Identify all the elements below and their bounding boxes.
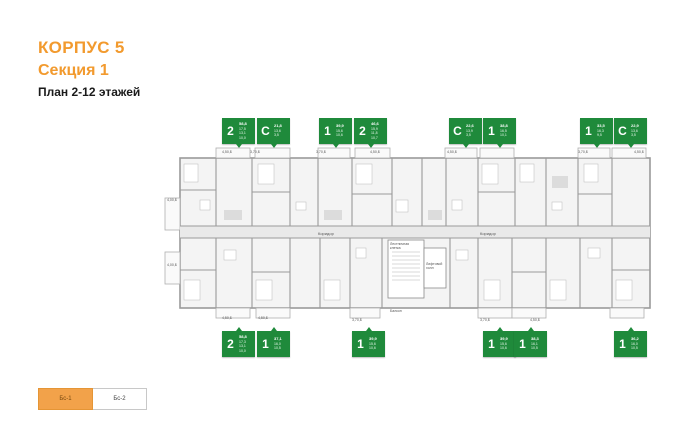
- section-title: Секция 1: [38, 62, 109, 79]
- tab-bs-1[interactable]: Бс-1: [38, 388, 93, 410]
- section-tabs: Бс-1 Бс-2: [38, 388, 147, 410]
- tab-bs-2[interactable]: Бс-2: [93, 388, 147, 410]
- building-title: КОРПУС 5: [38, 38, 125, 57]
- dimension-label: 4,50,Б: [447, 150, 458, 154]
- dimension-label: 3,70,Б: [250, 150, 261, 154]
- balcony-label: Балкон: [390, 309, 402, 313]
- dimension-label: 4,00,Б: [167, 263, 178, 267]
- dimension-label: 4,50,Б: [634, 150, 645, 154]
- corridor-label: Коридор: [480, 231, 496, 236]
- lift-hall-label: Лифтовой холл: [426, 262, 443, 270]
- dimension-label: 3,70,Б: [578, 150, 589, 154]
- dimension-label: 4,50,Б: [258, 316, 269, 320]
- dimension-label: 4,50,Б: [222, 150, 233, 154]
- corridor-label: Коридор: [318, 231, 334, 236]
- floor-plan: [164, 147, 651, 319]
- stair-label: Лестничная клетка: [390, 242, 410, 250]
- dimension-label: 4,50,Б: [222, 316, 233, 320]
- dimension-label: 3,70,Б: [316, 150, 327, 154]
- dimension-label: 4,50,Б: [530, 318, 541, 322]
- dimension-label: 3,70,Б: [480, 318, 491, 322]
- floor-plan-title: План 2-12 этажей: [38, 85, 141, 99]
- dimension-label: 4,50,Б: [370, 150, 381, 154]
- dimension-label: 3,70,Б: [352, 318, 363, 322]
- dimension-label: 4,00,Б: [167, 198, 178, 202]
